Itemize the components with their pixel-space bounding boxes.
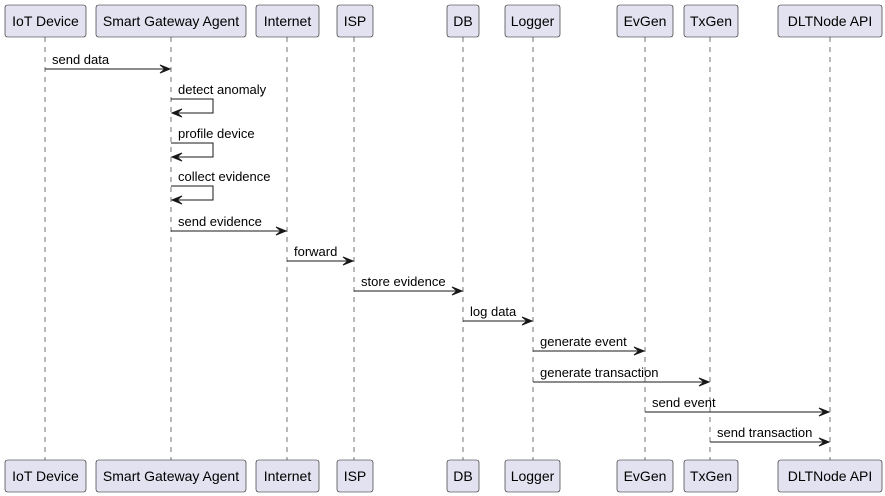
participant-label: DB [453, 13, 472, 29]
participant-internet-top: Internet [255, 4, 320, 38]
message-line [171, 98, 214, 114]
message-line [171, 185, 214, 201]
message-5: send evidence [171, 214, 288, 236]
participant-box [616, 459, 674, 493]
participant-box [4, 459, 87, 493]
participant-box [336, 459, 374, 493]
arrowhead [451, 286, 464, 296]
participant-box [777, 459, 883, 493]
participant-isp-top: ISP [336, 4, 374, 38]
participant-label: IoT Device [12, 13, 79, 29]
participant-box [683, 4, 739, 38]
participant-evgen-bottom: EvGen [616, 459, 674, 493]
message-label: generate event [540, 334, 627, 349]
arrowhead [698, 377, 711, 387]
participant-db-top: DB [446, 4, 480, 38]
message-label: send transaction [717, 425, 812, 440]
participant-isp-bottom: ISP [336, 459, 374, 493]
arrowhead [170, 152, 183, 162]
participant-box [255, 459, 320, 493]
participant-box [777, 4, 883, 38]
participant-label: ISP [344, 13, 367, 29]
arrowhead [818, 407, 831, 417]
message-label: send event [652, 395, 716, 410]
message-12: send transaction [710, 425, 831, 447]
message-8: log data [463, 304, 534, 326]
message-label: send evidence [178, 214, 262, 229]
arrowhead [521, 316, 534, 326]
message-9: generate event [533, 334, 646, 356]
arrowhead [342, 256, 355, 266]
participant-label: Internet [264, 468, 312, 484]
participant-dltnode-bottom: DLTNode API [777, 459, 883, 493]
participant-label: ISP [344, 468, 367, 484]
participant-box [616, 4, 674, 38]
arrowhead [633, 346, 646, 356]
participant-label: TxGen [690, 13, 732, 29]
message-line [171, 142, 214, 158]
message-7: store evidence [354, 274, 464, 296]
participant-label: Smart Gateway Agent [103, 468, 239, 484]
participants-bottom: IoT Device Smart Gateway Agent Internet ISP… [4, 459, 883, 493]
participant-dltnode-top: DLTNode API [777, 4, 883, 38]
participant-iot-top: IoT Device [4, 4, 87, 38]
participant-box [95, 4, 247, 38]
participant-label: DLTNode API [788, 468, 873, 484]
message-4: collect evidence [170, 169, 271, 205]
message-label: detect anomaly [178, 82, 267, 97]
participant-label: IoT Device [12, 468, 79, 484]
message-6: forward [287, 244, 355, 266]
participant-logger-top: Logger [504, 4, 561, 38]
participant-label: TxGen [690, 468, 732, 484]
message-label: forward [294, 244, 337, 259]
message-label: profile device [178, 126, 255, 141]
participant-box [4, 4, 87, 38]
participant-box [683, 459, 739, 493]
message-label: store evidence [361, 274, 446, 289]
message-label: log data [470, 304, 517, 319]
participant-box [446, 459, 480, 493]
participant-txgen-top: TxGen [683, 4, 739, 38]
participant-label: EvGen [624, 468, 667, 484]
participant-box [336, 4, 374, 38]
arrowhead [818, 437, 831, 447]
participants-top: IoT Device Smart Gateway Agent Internet ISP… [4, 4, 883, 38]
arrowhead [159, 64, 172, 74]
participant-iot-bottom: IoT Device [4, 459, 87, 493]
participant-label: Logger [511, 13, 555, 29]
participant-sga-top: Smart Gateway Agent [95, 4, 247, 38]
participant-label: Internet [264, 13, 312, 29]
participant-label: EvGen [624, 13, 667, 29]
participant-box [504, 4, 561, 38]
message-2: detect anomaly [170, 82, 267, 118]
participant-label: Logger [511, 468, 555, 484]
message-3: profile device [170, 126, 255, 162]
message-label: generate transaction [540, 365, 659, 380]
message-11: send event [645, 395, 831, 417]
participant-label: DLTNode API [788, 13, 873, 29]
message-label: send data [52, 52, 110, 67]
messages: send data detect anomaly profile device col… [45, 52, 831, 447]
arrowhead [275, 226, 288, 236]
participant-box [446, 4, 480, 38]
participant-internet-bottom: Internet [255, 459, 320, 493]
lifelines [44, 37, 831, 460]
message-10: generate transaction [533, 365, 711, 387]
participant-sga-bottom: Smart Gateway Agent [95, 459, 247, 493]
message-1: send data [45, 52, 172, 74]
participant-txgen-bottom: TxGen [683, 459, 739, 493]
participant-label: Smart Gateway Agent [103, 13, 239, 29]
participant-label: DB [453, 468, 472, 484]
participant-box [95, 459, 247, 493]
message-label: collect evidence [178, 169, 271, 184]
participant-db-bottom: DB [446, 459, 480, 493]
arrowhead [170, 108, 183, 118]
participant-box [255, 4, 320, 38]
participant-box [504, 459, 561, 493]
participant-logger-bottom: Logger [504, 459, 561, 493]
arrowhead [170, 195, 183, 205]
participant-evgen-top: EvGen [616, 4, 674, 38]
